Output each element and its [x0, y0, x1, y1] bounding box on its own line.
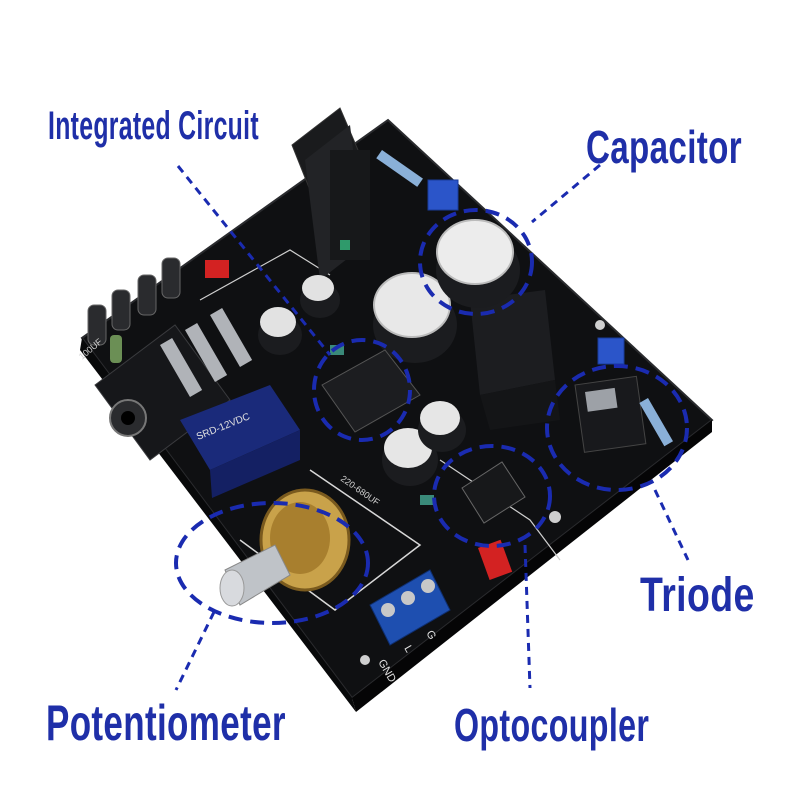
small-capacitors-left	[87, 257, 181, 363]
potentiometer-callout-ellipse	[174, 501, 370, 625]
integrated-circuit-label: Integrated Circuit	[48, 104, 259, 148]
screw-terminal-block: GND L G	[369, 569, 451, 685]
electrolytic-capacitors	[258, 219, 520, 486]
ic-callout-ellipse	[312, 338, 412, 442]
capacitor-label: Capacitor	[586, 121, 743, 173]
small-components	[205, 150, 673, 580]
triode-leader-line	[653, 489, 690, 561]
triode-callout-ellipse	[545, 364, 689, 492]
triode-transistor	[574, 375, 647, 453]
capacitor-callout-ellipse	[418, 208, 534, 316]
optocoupler-callout-ellipse	[432, 444, 552, 548]
optocoupler-leader-line	[523, 544, 532, 689]
capacitor-leader-line	[531, 163, 601, 224]
triode-label: Triode	[640, 569, 755, 622]
heatsink-right	[470, 290, 560, 430]
potentiometer-leader-line	[174, 611, 216, 691]
potentiometer-part	[219, 488, 351, 607]
left-silkscreen: L	[401, 644, 414, 655]
headphone-jack	[94, 308, 253, 461]
integrated-circuit-chip	[321, 349, 421, 433]
optocoupler-label: Optocoupler	[454, 699, 650, 751]
potentiometer-label: Potentiometer	[46, 695, 286, 751]
callout-leaders	[174, 163, 690, 691]
callout-outlines	[174, 208, 689, 625]
ic-leader-line	[176, 165, 332, 356]
heatsink-top	[291, 107, 370, 280]
relay: SRD-12VDC	[180, 385, 300, 498]
optocoupler-chip	[461, 461, 526, 524]
